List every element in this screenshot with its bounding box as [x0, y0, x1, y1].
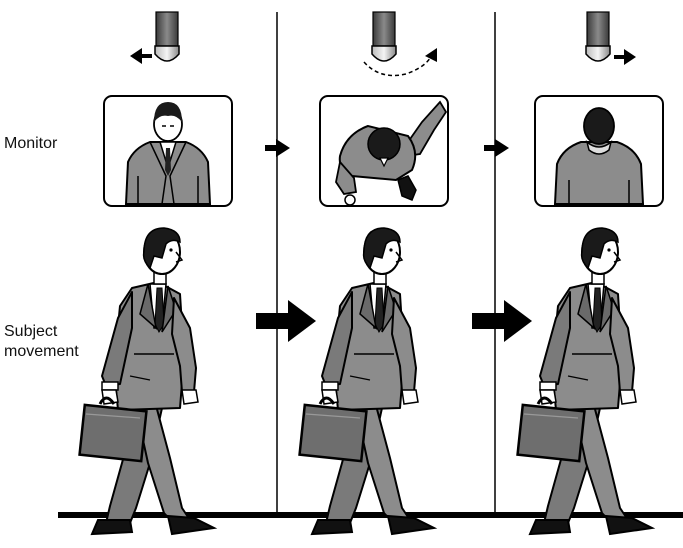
walking-subject-1 [80, 228, 214, 534]
ceiling-camera-icon [586, 12, 610, 61]
pan-right-arrow-icon [614, 49, 636, 65]
floor-line [58, 512, 683, 518]
monitor-overhead-view [320, 96, 448, 206]
monitor-back-view [535, 96, 663, 206]
walking-subject-2 [300, 228, 434, 534]
subject-arrow-2-icon [472, 300, 532, 342]
pan-left-arrow-icon [130, 48, 152, 64]
ceiling-camera-icon [155, 12, 179, 61]
monitor-arrow-2-icon [484, 139, 509, 157]
subject-arrow-1-icon [256, 300, 316, 342]
monitor-arrow-1-icon [265, 139, 290, 157]
walking-subject-3 [518, 228, 652, 534]
monitor-front-view [104, 96, 232, 206]
ceiling-camera-icon [372, 12, 396, 61]
